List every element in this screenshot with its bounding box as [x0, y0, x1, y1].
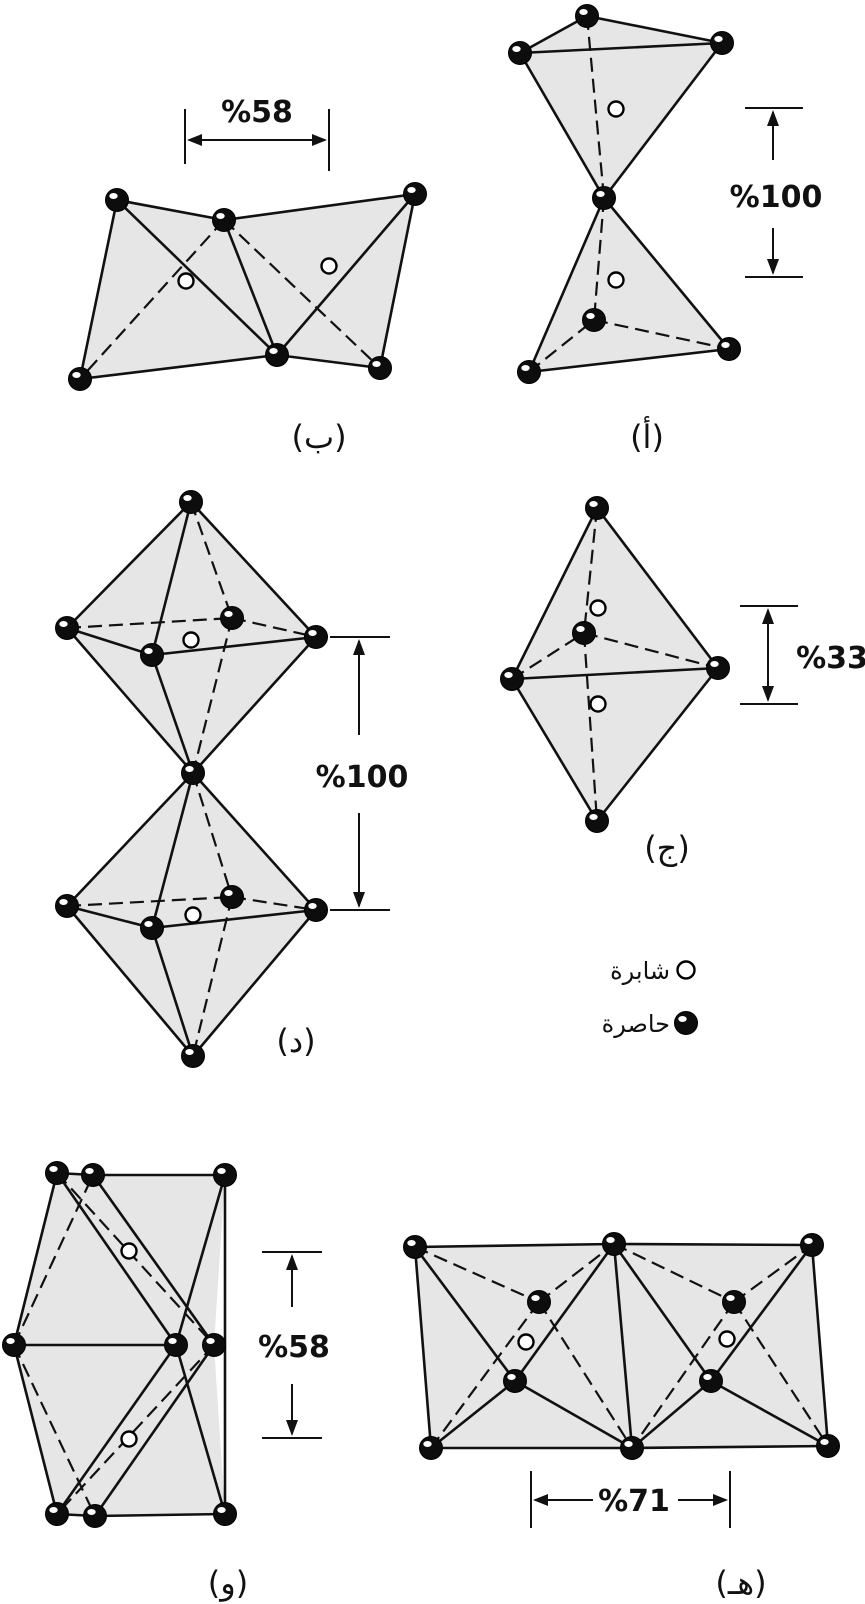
- panel-d-percent: %100: [316, 760, 409, 795]
- legend-interstitial-label: شابرة: [610, 957, 670, 985]
- panel-e: %71 (هـ): [403, 1232, 840, 1602]
- enclosing-marker-icon: [674, 1011, 698, 1035]
- panel-c-percent: %33: [796, 641, 865, 676]
- legend-enclosing-label: حاصرة: [602, 1010, 670, 1038]
- panel-b-percent: %58: [221, 95, 293, 130]
- panel-d-label: (د): [276, 1022, 315, 1060]
- legend: شابرة حاصرة: [602, 957, 698, 1038]
- interstitial-marker-icon: [676, 960, 696, 980]
- panel-b: %58 (ب): [68, 95, 427, 456]
- panel-a: %100 (أ): [508, 4, 823, 456]
- panel-a-label: (أ): [630, 416, 664, 456]
- panel-c-label: (ج): [644, 829, 690, 867]
- panel-f: %58 (و): [2, 1161, 330, 1602]
- panel-f-percent: %58: [258, 1330, 330, 1365]
- panel-f-label: (و): [208, 1564, 248, 1602]
- panel-c: %33 (ج): [500, 496, 865, 867]
- panel-e-label: (هـ): [715, 1564, 766, 1602]
- panel-a-percent: %100: [730, 180, 823, 215]
- panel-b-label: (ب): [291, 418, 346, 456]
- panel-d: %100 (د): [55, 490, 409, 1068]
- panel-e-percent: %71: [598, 1484, 670, 1519]
